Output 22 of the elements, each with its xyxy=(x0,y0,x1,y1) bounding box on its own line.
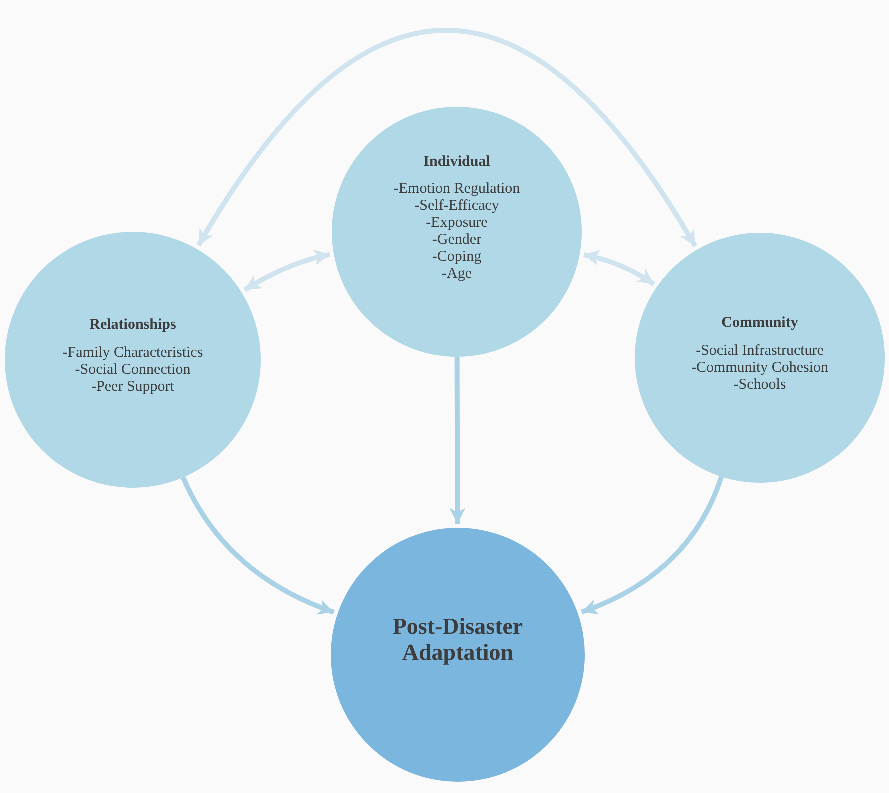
arrow xyxy=(196,28,698,248)
factor-item: -Peer Support xyxy=(92,378,174,396)
factor-item: -Self-Efficacy xyxy=(414,198,500,216)
factor-item: -Gender xyxy=(432,232,482,250)
factor-item: -Exposure xyxy=(426,215,488,232)
circle-heading: Post-Disaster Adaptation xyxy=(392,614,524,666)
factor-item: -Coping xyxy=(432,249,482,266)
factor-item: -Social Infrastructure xyxy=(696,342,824,360)
factor-item: -Social Connection xyxy=(75,362,191,379)
arrow xyxy=(244,250,331,292)
factor-item: -Family Characteristics xyxy=(62,344,204,362)
arrow xyxy=(583,250,656,286)
circle-heading: Individual xyxy=(424,152,490,172)
circle-heading: Relationships xyxy=(90,316,176,336)
arrow xyxy=(181,476,335,615)
factor-item: -Age xyxy=(442,266,472,284)
arrow xyxy=(450,357,466,524)
arrow xyxy=(580,476,724,615)
factor-item: -Emotion Regulation xyxy=(394,181,520,198)
factor-item: -Schools xyxy=(734,376,786,394)
factor-item: -Community Cohesion xyxy=(691,360,829,377)
circle-heading: Community xyxy=(722,314,798,334)
